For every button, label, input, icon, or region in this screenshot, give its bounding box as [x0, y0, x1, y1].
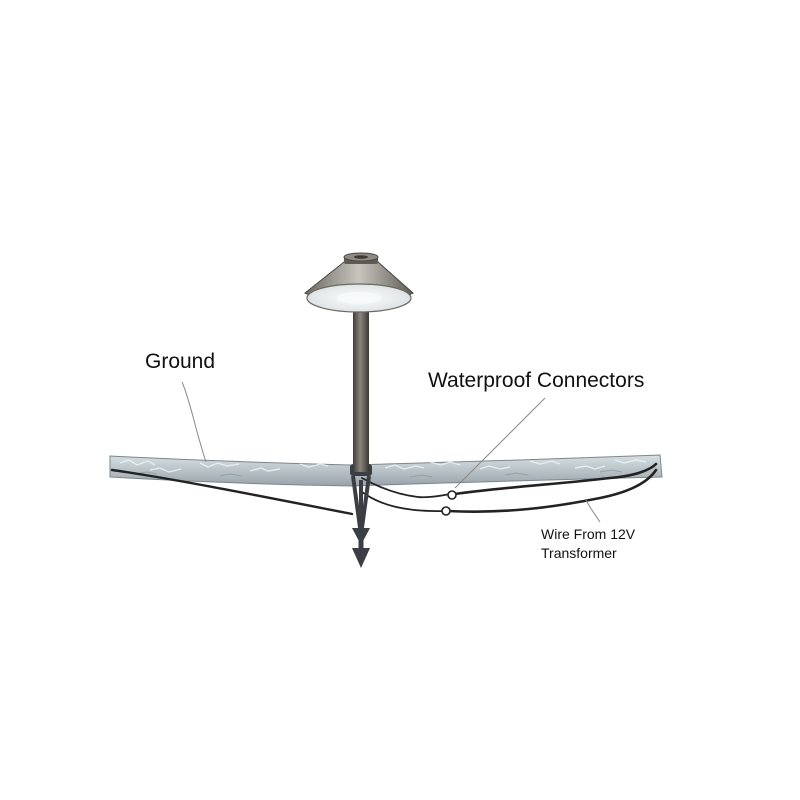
ground-texture: [119, 459, 647, 473]
wire-connector-icon: [441, 490, 457, 516]
callout-lines: [181, 381, 601, 523]
path-light-icon: [304, 252, 414, 472]
connectors-callout-line: [454, 397, 546, 489]
transformer-wire-upper: [453, 462, 658, 496]
transformer-wire-label: Wire From 12V Transformer: [541, 525, 635, 563]
wires: [110, 462, 658, 516]
transformer-wire-label-line1: Wire From 12V: [541, 526, 636, 542]
ground-callout-line: [181, 381, 207, 463]
ground-wire: [110, 468, 354, 516]
ground-label: Ground: [145, 350, 216, 373]
ground-strip: [109, 454, 663, 487]
transformer-wire-lower: [446, 468, 658, 513]
transformer-wire-label-line2: Transformer: [541, 545, 617, 561]
wire-callout-line: [585, 499, 601, 523]
fixture-lead-upper: [361, 477, 451, 499]
waterproof-connectors-label: Waterproof Connectors: [428, 369, 645, 392]
